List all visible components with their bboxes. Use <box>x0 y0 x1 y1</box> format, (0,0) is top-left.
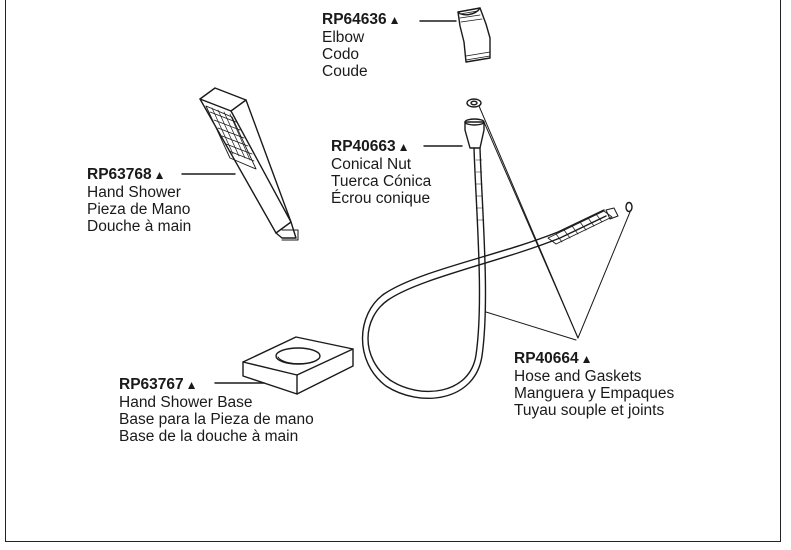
conical-nut-name-fr: Écrou conique <box>331 190 431 207</box>
elbow-name-en: Elbow <box>322 29 365 46</box>
conical-nut-name-es: Tuerca Cónica <box>331 173 432 190</box>
hand-shower-base-name-fr: Base de la douche à main <box>119 428 299 445</box>
hand-shower-part <box>181 87 299 241</box>
elbow-part <box>419 7 491 63</box>
hand-shower-name-fr: Douche à main <box>87 218 192 235</box>
availability-marker-icon: ▲ <box>397 140 410 154</box>
elbow-part-number: RP64636 <box>322 11 387 28</box>
conical-nut-name-en: Conical Nut <box>331 156 412 173</box>
availability-marker-icon: ▲ <box>153 168 166 182</box>
hose-name-fr: Tuyau souple et joints <box>514 402 665 419</box>
hose-name-en: Hose and Gaskets <box>514 368 642 385</box>
diagram-frame <box>5 0 781 542</box>
elbow-name-fr: Coude <box>322 63 368 80</box>
hand-shower-name-es: Pieza de Mano <box>87 201 191 218</box>
hose-name-es: Manguera y Empaques <box>514 385 675 402</box>
hose-part <box>361 147 633 399</box>
conical-nut-label: RP40663▲ Conical Nut Tuerca Cónica Écrou… <box>331 138 431 207</box>
hand-shower-base-part <box>214 336 354 395</box>
conical-nut-part-number: RP40663 <box>331 138 396 155</box>
hand-shower-part-number: RP63768 <box>87 166 152 183</box>
hose-label: RP40664▲ Hose and Gaskets Manguera y Emp… <box>514 350 674 419</box>
hand-shower-base-part-number: RP63767 <box>119 376 184 393</box>
elbow-name-es: Codo <box>322 46 360 63</box>
availability-marker-icon: ▲ <box>580 352 593 366</box>
conical-nut-part <box>423 98 485 149</box>
hand-shower-base-label: RP63767▲ Hand Shower Base Base para la P… <box>119 376 314 445</box>
hose-leader-lines <box>478 105 631 341</box>
availability-marker-icon: ▲ <box>388 13 401 27</box>
availability-marker-icon: ▲ <box>185 378 198 392</box>
elbow-label: RP64636▲ Elbow Codo Coude <box>322 11 401 80</box>
hand-shower-name-en: Hand Shower <box>87 184 181 201</box>
hand-shower-label: RP63768▲ Hand Shower Pieza de Mano Douch… <box>87 166 191 235</box>
hand-shower-base-name-en: Hand Shower Base <box>119 394 253 411</box>
hand-shower-base-name-es: Base para la Pieza de mano <box>119 411 314 428</box>
hose-part-number: RP40664 <box>514 350 579 367</box>
